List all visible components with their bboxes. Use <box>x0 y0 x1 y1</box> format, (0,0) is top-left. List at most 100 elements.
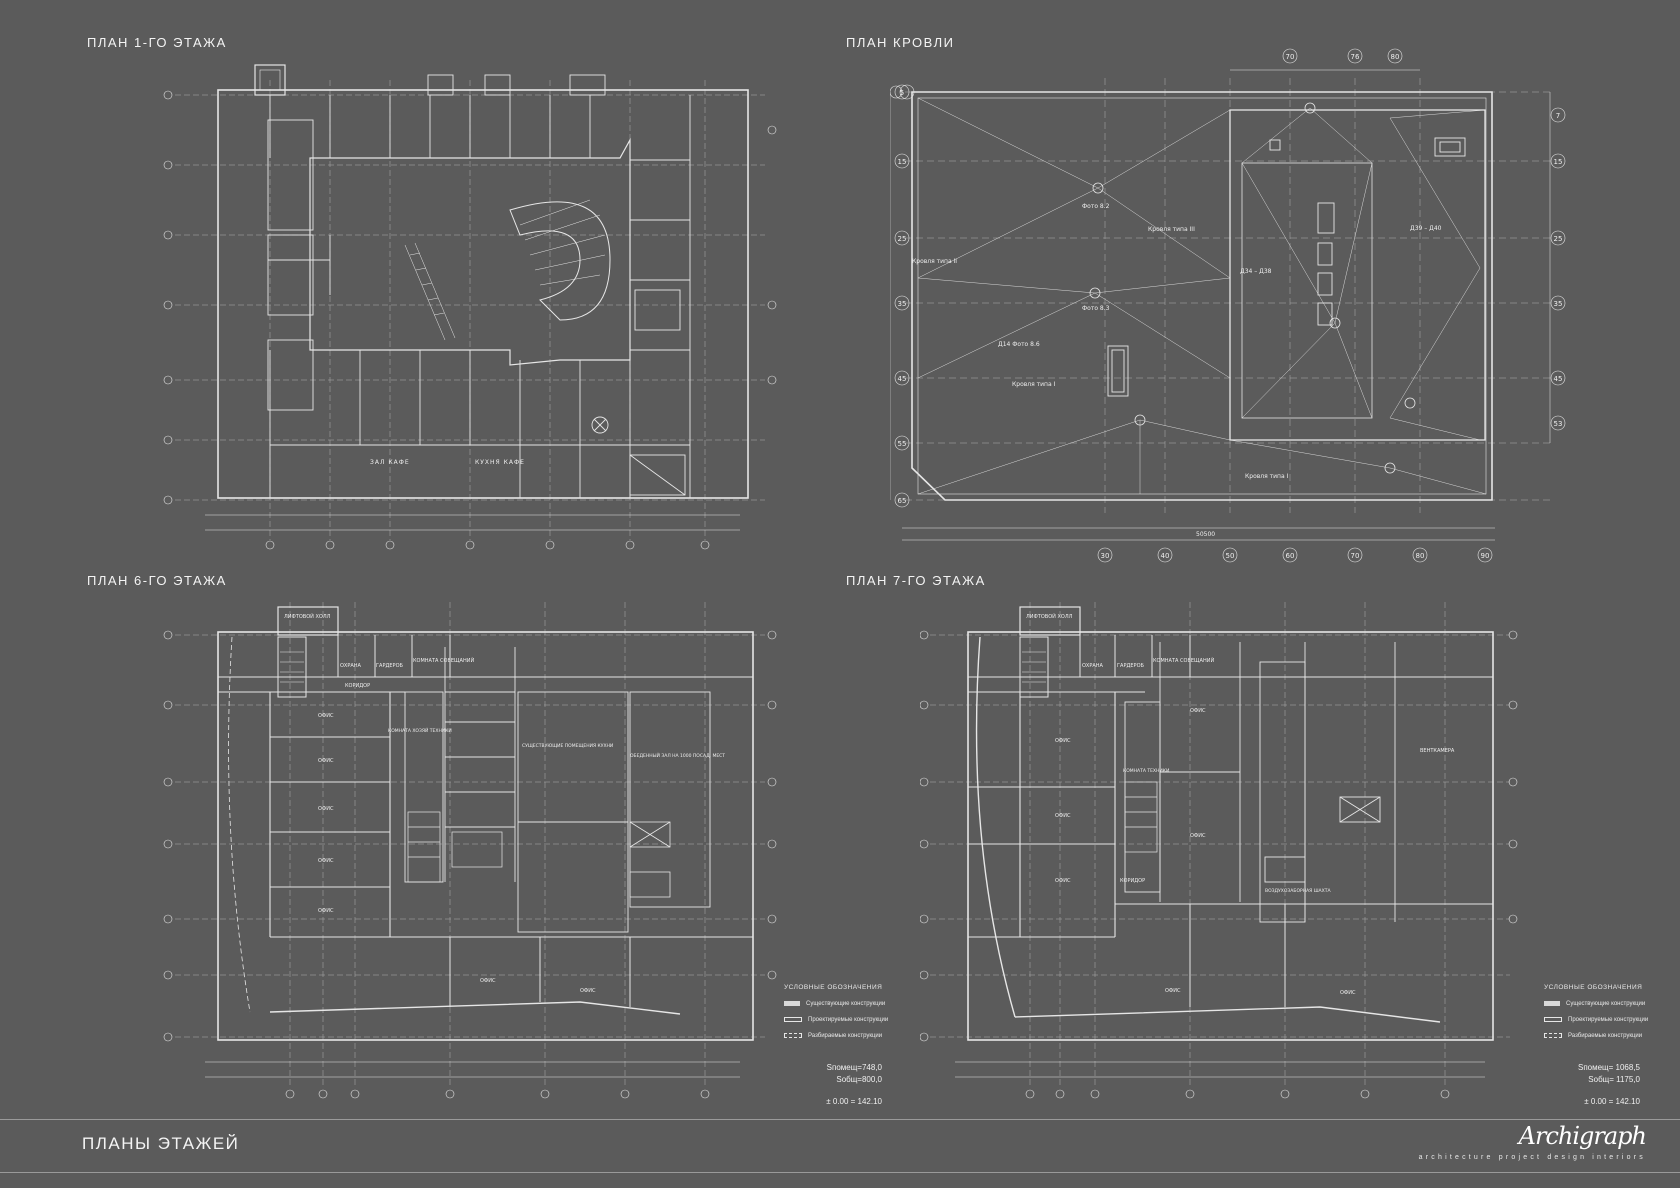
floor7-room-meeting: КОМНАТА СОВЕЩАНИЙ <box>1153 657 1214 664</box>
legend-swatch-demolished <box>784 1032 802 1038</box>
floor7-room-ventilation: ВЕНТКАМЕРА <box>1420 748 1455 754</box>
floor7-legend-existing: Существующие конструкции <box>1544 996 1674 1012</box>
legend-swatch-demolished <box>1544 1032 1562 1038</box>
roof-label-type2: Кровля типа II <box>912 258 957 265</box>
floor7-legend-demolished: Разбираемые конструкции <box>1544 1028 1674 1044</box>
roof-axis-right-15: 15 <box>1554 158 1563 166</box>
legend-swatch-existing <box>1544 1000 1560 1006</box>
floor6-room-office-1: ОФИС <box>318 713 334 719</box>
roof-axis-80: 80 <box>1416 552 1425 560</box>
roof-label-photo83: Фото 8.3 <box>1082 305 1110 312</box>
roof-axis-left-55: 55 <box>898 440 907 448</box>
floor6-legend: УСЛОВНЫЕ ОБОЗНАЧЕНИЯ Существующие констр… <box>784 980 924 1044</box>
floor6-room-kitchen: СУЩЕСТВУЮЩИЕ ПОМЕЩЕНИЯ КУХНИ <box>522 743 613 749</box>
sheet-footer: ПЛАНЫ ЭТАЖЕЙ Archigraph architecture pro… <box>0 1119 1680 1173</box>
floor7-room-office-3: ОФИС <box>1055 878 1071 884</box>
roof-plan-drawing: Кровля типа II Кровля типа I Кровля типа… <box>890 48 1551 563</box>
logo-tagline: architecture project design interiors <box>1418 1154 1646 1161</box>
roof-axis-top-80: 80 <box>1391 53 1400 61</box>
floor6-legend-existing-text: Существующие конструкции <box>806 1001 886 1007</box>
floor6-room-corridor: КОРИДОР <box>345 683 370 689</box>
roof-label-d34: Д34 – Д38 <box>1240 268 1272 275</box>
roof-axis-right-7: 7 <box>1556 112 1560 120</box>
roof-side-axes: 5 15 25 35 45 55 65 <box>894 84 910 508</box>
roof-axis-40: 40 <box>1161 552 1170 560</box>
floor6-legend-demolished: Разбираемые конструкции <box>784 1028 924 1044</box>
floor6-room-meeting: КОМНАТА СОВЕЩАНИЙ <box>413 657 474 664</box>
archigraph-logo: Archigraph architecture project design i… <box>1419 1122 1647 1168</box>
floor1-room-cafe-kitchen: КУХНЯ КАФЕ <box>475 459 525 466</box>
floor7-area-stats: Sпомещ= 1068,5 Sобщ= 1175,0 ± 0.00 = 142… <box>1478 1062 1640 1108</box>
floor6-room-security: ОХРАНА <box>340 663 362 669</box>
floor1-room-cafe-hall: ЗАЛ КАФЕ <box>370 459 410 466</box>
floor7-room-office-5: ОФИС <box>1190 833 1206 839</box>
roof-label-type1-bottom: Кровля типа I <box>1245 473 1289 480</box>
floor7-room-office-4: ОФИС <box>1190 708 1206 714</box>
floor6-room-office-6: ОФИС <box>480 978 496 984</box>
floor6-room-lift-hall: ЛИФТОВОЙ ХОЛЛ <box>284 613 331 620</box>
floor6-room-dining: ОБЕДЕННЫЙ ЗАЛ НА 1000 ПОСАД. МЕСТ <box>630 752 725 759</box>
roof-axis-30: 30 <box>1101 552 1110 560</box>
floor6-legend-existing: Существующие конструкции <box>784 996 924 1012</box>
roof-label-d14: Д14 Фото 8.6 <box>998 341 1040 348</box>
floor6-area-total: Sобщ=800,0 <box>836 1075 882 1084</box>
floor7-room-office-1: ОФИС <box>1055 738 1071 744</box>
floor6-plan-title: ПЛАН 6-ГО ЭТАЖА <box>87 573 227 588</box>
floor6-room-office-4: ОФИС <box>318 858 334 864</box>
floor7-legend-title: УСЛОВНЫЕ ОБОЗНАЧЕНИЯ <box>1544 984 1643 991</box>
floor7-area-total: Sобщ= 1175,0 <box>1588 1075 1640 1084</box>
floor7-zero-level: ± 0.00 = 142.10 <box>1584 1097 1640 1106</box>
roof-plan-title: ПЛАН КРОВЛИ <box>846 35 955 50</box>
roof-axes: 30 40 50 60 70 80 90 70 76 80 <box>899 48 1493 563</box>
roof-total-dimension: 50500 <box>1196 531 1215 538</box>
floor6-room-office-2: ОФИС <box>318 758 334 764</box>
roof-axis-right-45: 45 <box>1554 375 1563 383</box>
roof-axis-top-76: 76 <box>1351 53 1360 61</box>
roof-label-type1: Кровля типа I <box>1012 381 1056 388</box>
floor6-room-office-3: ОФИС <box>318 806 334 812</box>
floor6-room-wardrobe: ГАРДЕРОБ <box>376 663 404 669</box>
floor6-zero-level: ± 0.00 = 142.10 <box>826 1097 882 1106</box>
floor7-room-corridor: КОРИДОР <box>1120 878 1145 884</box>
floor1-plan-drawing: ЗАЛ КАФЕ КУХНЯ КАФЕ <box>163 64 777 550</box>
roof-axis-right-35: 35 <box>1554 300 1563 308</box>
floor6-legend-title: УСЛОВНЫЕ ОБОЗНАЧЕНИЯ <box>784 984 883 991</box>
floor7-area-rooms: Sпомещ= 1068,5 <box>1577 1063 1640 1072</box>
roof-axis-left-35: 35 <box>898 300 907 308</box>
floor6-room-tech: КОМНАТА ХОЗЯЙ ТЕХНИКИ <box>388 727 452 734</box>
floor6-legend-new-text: Проектируемые конструкции <box>808 1017 889 1023</box>
roof-axis-left-45: 45 <box>898 375 907 383</box>
roof-axis-right-25: 25 <box>1554 235 1563 243</box>
floor7-legend-demolished-text: Разбираемые конструкции <box>1568 1033 1643 1039</box>
floor7-legend: УСЛОВНЫЕ ОБОЗНАЧЕНИЯ Существующие констр… <box>1544 980 1674 1044</box>
sheet-footer-title: ПЛАНЫ ЭТАЖЕЙ <box>82 1134 240 1153</box>
floor7-legend-new-text: Проектируемые конструкции <box>1568 1017 1649 1023</box>
floor7-room-office-6: ОФИС <box>1165 988 1181 994</box>
floor6-area-rooms: Sпомещ=748,0 <box>826 1063 882 1072</box>
roof-axis-left-65: 65 <box>898 497 907 505</box>
floor6-legend-demolished-text: Разбираемые конструкции <box>808 1033 883 1039</box>
roof-axis-90: 90 <box>1481 552 1490 560</box>
roof-axis-50: 50 <box>1226 552 1235 560</box>
roof-axis-top-70: 70 <box>1286 53 1295 61</box>
roof-axis-left-15: 15 <box>898 158 907 166</box>
roof-axis-left-25: 25 <box>898 235 907 243</box>
floor7-legend-existing-text: Существующие конструкции <box>1566 1001 1646 1007</box>
floor6-room-office-7: ОФИС <box>580 988 596 994</box>
floor6-room-office-5: ОФИС <box>318 908 334 914</box>
floor7-plan-title: ПЛАН 7-ГО ЭТАЖА <box>846 573 986 588</box>
floor7-room-air-shaft: ВОЗДУХОЗАБОРНАЯ ШАХТА <box>1265 888 1331 894</box>
roof-label-type3: Кровля типа III <box>1148 226 1195 233</box>
roof-label-d39: Д39 – Д40 <box>1410 225 1442 232</box>
roof-axis-left-5: 5 <box>900 89 904 97</box>
legend-swatch-existing <box>784 1000 800 1006</box>
floor7-room-office-7: ОФИС <box>1340 990 1356 996</box>
floor7-room-lift-hall: ЛИФТОВОЙ ХОЛЛ <box>1026 613 1073 620</box>
floor7-plan-drawing: ЛИФТОВОЙ ХОЛЛ ОХРАНА ГАРДЕРОБ КОМНАТА СО… <box>920 602 1518 1099</box>
legend-swatch-new <box>784 1016 802 1022</box>
floor7-room-tech: КОМНАТА ТЕХНИКИ <box>1123 768 1169 774</box>
floor7-room-office-2: ОФИС <box>1055 813 1071 819</box>
floor7-room-wardrobe: ГАРДЕРОБ <box>1117 663 1145 669</box>
legend-swatch-new <box>1544 1016 1562 1022</box>
roof-axis-70: 70 <box>1351 552 1360 560</box>
